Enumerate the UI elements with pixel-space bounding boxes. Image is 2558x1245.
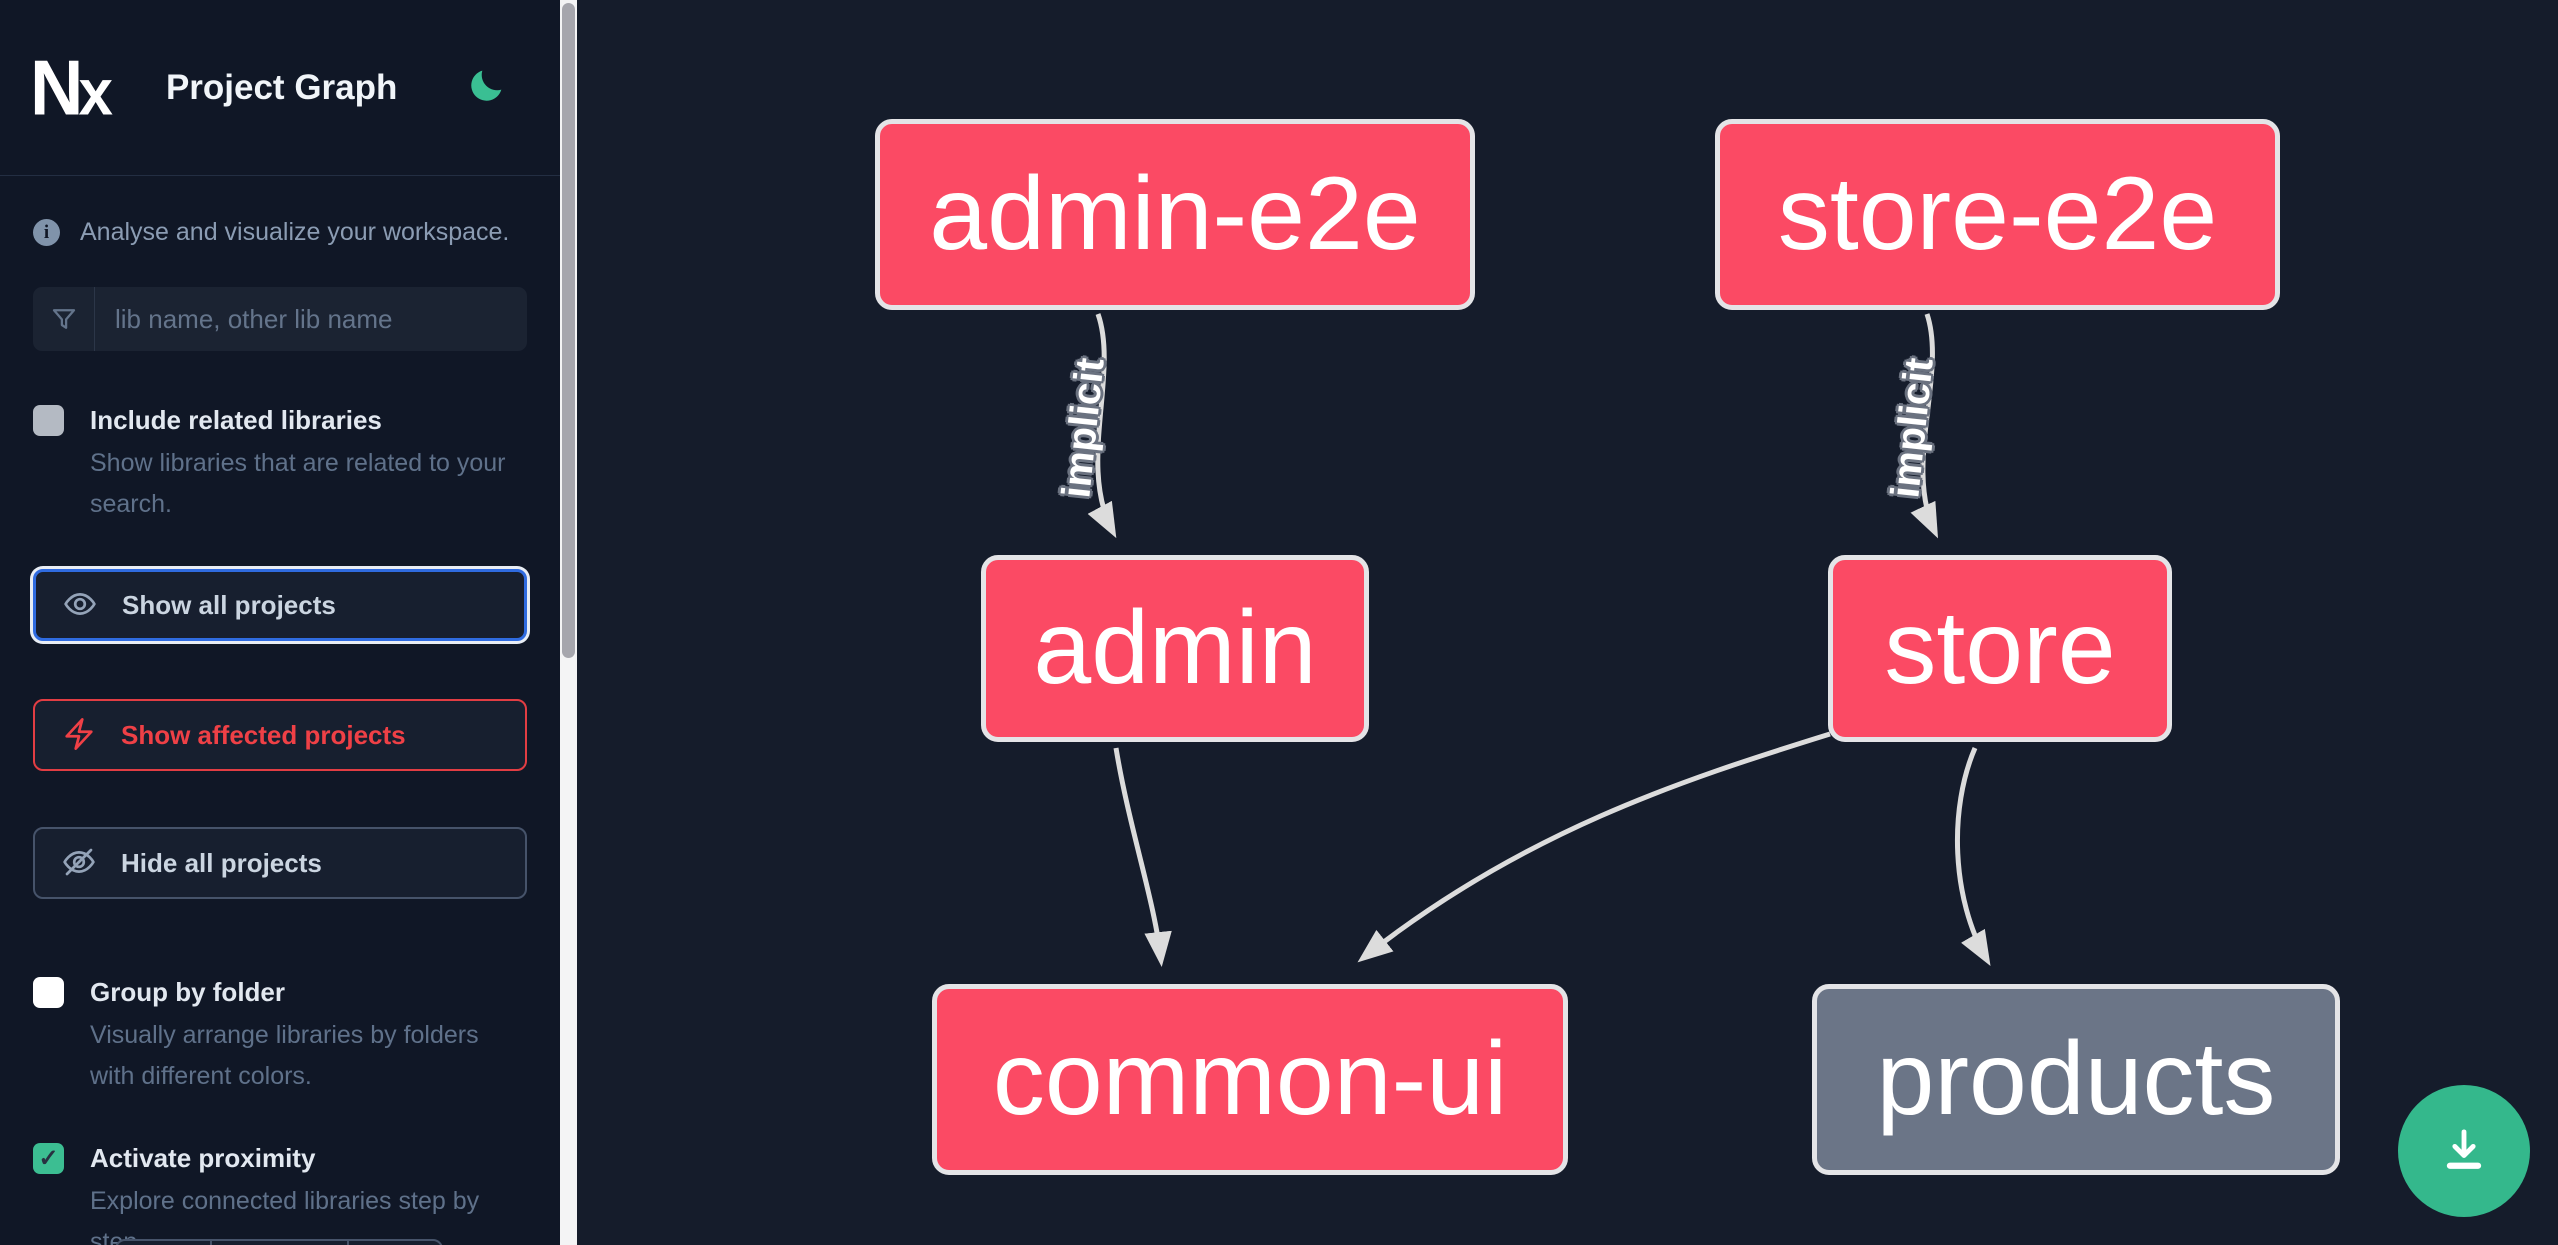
graph-node-products[interactable]: products: [1812, 984, 2340, 1175]
checkbox-label[interactable]: Activate proximity: [90, 1143, 316, 1173]
search-input[interactable]: [95, 287, 527, 351]
checkbox-include-related: Include related libraries Show libraries…: [33, 403, 527, 525]
include-related-checkbox[interactable]: [33, 405, 64, 436]
checkbox-label[interactable]: Group by folder: [90, 977, 285, 1007]
info-icon: i: [33, 219, 60, 246]
sidebar: Nx Project Graph i Analyse and visualize…: [0, 0, 560, 1245]
button-label: Show affected projects: [121, 719, 406, 750]
edge-store-to-common-ui: [1357, 731, 1831, 963]
moon-icon: [466, 70, 506, 109]
checkbox-label[interactable]: Include related libraries: [90, 405, 382, 435]
edge-admin-to-common-ui: [1113, 747, 1172, 967]
sidebar-header: Nx Project Graph: [0, 0, 560, 176]
checkbox-description: Explore connected libraries step by step…: [90, 1187, 480, 1245]
button-label: Hide all projects: [121, 847, 322, 878]
button-label: Show all projects: [122, 589, 336, 620]
checkbox-description: Visually arrange libraries by folders wi…: [90, 1021, 479, 1090]
graph-node-common-ui[interactable]: common-ui: [932, 984, 1568, 1175]
sidebar-scrollbar[interactable]: [560, 0, 577, 1245]
sidebar-scrollbar-thumb[interactable]: [562, 3, 575, 658]
project-graph-canvas[interactable]: admin-e2e store-e2e admin store common-ui pro…: [577, 0, 2558, 1245]
edge-store-to-products: [1954, 747, 1991, 967]
download-icon: [2435, 1121, 2493, 1182]
bolt-icon: [61, 716, 97, 755]
checkbox-group-by-folder: Group by folder Visually arrange librari…: [33, 975, 527, 1097]
graph-node-admin-e2e[interactable]: admin-e2e: [875, 119, 1475, 310]
graph-node-store[interactable]: store: [1828, 555, 2172, 742]
eye-off-icon: [61, 844, 97, 883]
graph-node-store-e2e[interactable]: store-e2e: [1715, 119, 2280, 310]
checkbox-activate-proximity: ✓ Activate proximity Explore connected l…: [33, 1141, 527, 1245]
hide-all-projects-button[interactable]: Hide all projects: [33, 827, 527, 899]
nx-logo: Nx: [30, 43, 113, 131]
activate-proximity-checkbox[interactable]: ✓: [33, 1143, 64, 1174]
stepper-segment-value[interactable]: [212, 1241, 349, 1245]
filter-funnel-icon: [33, 287, 95, 351]
info-text: Analyse and visualize your workspace.: [80, 218, 510, 246]
sidebar-content: i Analyse and visualize your workspace. …: [0, 176, 560, 1245]
page-title: Project Graph: [165, 67, 398, 107]
edge-store-e2e-to-store: [1910, 313, 1939, 539]
graph-edges: [1087, 313, 1991, 967]
checkbox-description: Show libraries that are related to your …: [90, 449, 506, 518]
search-bar: [33, 287, 527, 351]
show-all-projects-button[interactable]: Show all projects: [33, 569, 527, 641]
group-by-folder-checkbox[interactable]: [33, 977, 64, 1008]
download-image-button[interactable]: [2398, 1085, 2530, 1217]
dark-mode-toggle[interactable]: [464, 66, 508, 110]
show-affected-projects-button[interactable]: Show affected projects: [33, 699, 527, 771]
stepper-segment-increment[interactable]: [349, 1241, 441, 1245]
edge-admin-e2e-to-admin: [1087, 313, 1117, 539]
stepper-segment-decrement[interactable]: [117, 1241, 212, 1245]
info-row: i Analyse and visualize your workspace.: [33, 218, 527, 247]
graph-node-admin[interactable]: admin: [981, 555, 1369, 742]
proximity-stepper-control: [115, 1239, 443, 1245]
eye-icon: [62, 586, 98, 625]
